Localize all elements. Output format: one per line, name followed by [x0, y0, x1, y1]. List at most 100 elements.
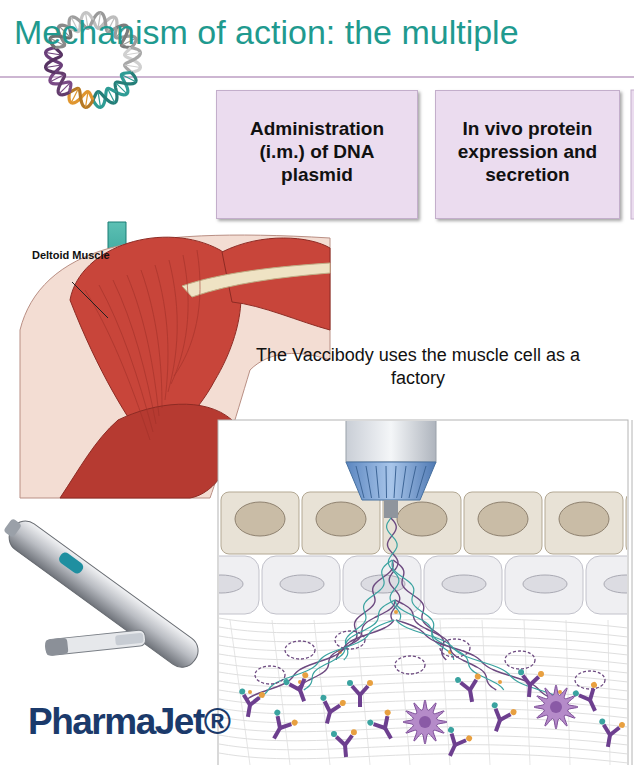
dna-rung [46, 65, 62, 68]
dna-rung [108, 89, 115, 103]
tissue-cell [586, 556, 627, 614]
art-shape [358, 695, 362, 707]
dna-strand [115, 72, 136, 92]
art-shape [367, 680, 373, 686]
panel-edge [632, 420, 633, 765]
art-shape [273, 709, 281, 717]
art-shape [586, 688, 597, 700]
cell-nucleus [604, 575, 627, 593]
muscle-fiber [141, 270, 162, 408]
tissue-cell [505, 556, 583, 614]
art-shape [366, 719, 374, 727]
collar-ridge [409, 466, 416, 498]
art-shape [461, 681, 470, 691]
tissue-illustration [219, 421, 627, 765]
antibody [347, 680, 373, 707]
dna-rung [98, 92, 101, 108]
fiber-line [398, 620, 410, 765]
dendritic-cell [403, 700, 447, 744]
partial-box [631, 90, 634, 219]
dna-strand [125, 48, 141, 73]
dna-strand [69, 88, 93, 107]
dendritic-cell [534, 685, 578, 729]
dna-strand [46, 48, 62, 73]
art-shape [320, 694, 327, 701]
fiber-line [219, 645, 627, 655]
art-shape [491, 701, 499, 709]
art-shape [300, 690, 304, 701]
art-shape [534, 685, 578, 729]
antibody [283, 671, 317, 705]
art-shape [518, 669, 525, 676]
collar-ridge [394, 466, 396, 498]
brand-logo: PharmaJet® [28, 700, 228, 744]
antibody [263, 709, 299, 745]
antibody [595, 718, 625, 749]
dna-strand [93, 88, 117, 107]
art-shape [384, 709, 392, 717]
antibody [235, 688, 265, 719]
art-shape [45, 638, 69, 656]
antibody [331, 729, 359, 758]
art-shape [474, 673, 481, 680]
art-shape [297, 679, 308, 690]
art-shape [3, 515, 204, 673]
injector-body [346, 421, 436, 462]
plasmid-small [440, 639, 470, 657]
art-shape [331, 731, 338, 738]
art-shape [590, 700, 595, 711]
muscle-fiber [171, 255, 188, 384]
dna-dot [498, 680, 502, 684]
fiber-line [524, 620, 530, 765]
fiber-line [219, 744, 627, 754]
art-shape [60, 404, 234, 498]
dna-spray [336, 560, 393, 660]
art-shape [385, 728, 391, 738]
collar-ridge [366, 466, 372, 498]
art-shape [608, 735, 610, 747]
fiber-line [482, 620, 490, 765]
art-shape [419, 716, 431, 728]
art-shape [496, 720, 500, 731]
collar-ridge [417, 466, 427, 498]
muscle-fiber [155, 265, 168, 400]
epithelial-cell [545, 492, 623, 554]
dna-strand [46, 48, 62, 73]
art-shape [248, 705, 250, 717]
tissue-cell [262, 556, 340, 614]
dna-rung [85, 92, 88, 108]
plasmid-small [335, 631, 365, 649]
art-shape [3, 518, 22, 538]
cell-nucleus [219, 575, 243, 593]
plasmid-small [395, 656, 425, 674]
dna-rung [125, 52, 141, 55]
art-shape [301, 671, 309, 679]
art-shape [360, 686, 368, 695]
art-shape [403, 700, 447, 744]
epithelial-cell [221, 492, 299, 554]
dna-spray [304, 600, 395, 690]
art-shape [579, 692, 590, 704]
cell-nucleus [235, 502, 285, 536]
fiber-line [314, 620, 330, 765]
tissue-cell [343, 556, 421, 614]
plasmid-small [505, 651, 535, 669]
art-shape [590, 681, 598, 689]
art-shape [618, 721, 625, 728]
muscle-fiber [99, 285, 153, 432]
art-shape [330, 703, 340, 714]
collar-ridge [356, 466, 364, 498]
dna-dot [248, 690, 252, 694]
art-shape [347, 680, 353, 686]
plasmid-small [285, 641, 315, 659]
fiber-line [219, 654, 627, 664]
dna-rung [50, 75, 64, 82]
art-shape [599, 718, 606, 725]
fiber-line [219, 636, 627, 646]
art-shape [345, 745, 346, 757]
box-text: In vivo protein expression and secretion [446, 117, 609, 186]
cell-nucleus [316, 502, 366, 536]
art-shape [45, 630, 146, 656]
art-shape [250, 696, 259, 706]
